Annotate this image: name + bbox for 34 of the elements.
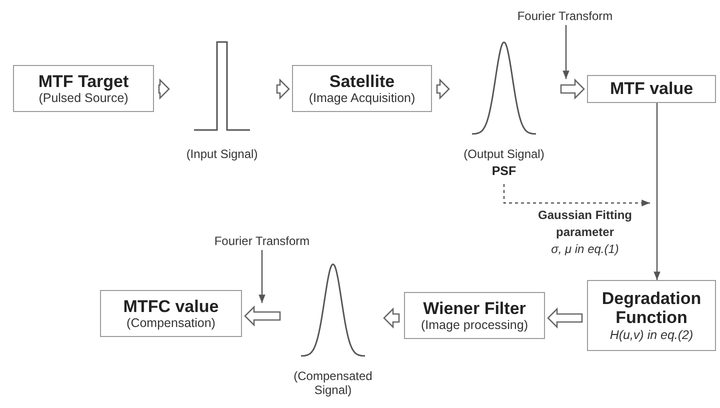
arrow	[258, 250, 266, 303]
box-title: Degradation Function	[600, 288, 702, 328]
block-arrow	[244, 305, 281, 327]
signal-caption: (Output Signal)	[464, 148, 544, 162]
process-box	[404, 292, 545, 339]
annotation-label: Fourier Transform	[214, 234, 310, 248]
process-box	[587, 75, 716, 103]
process-box	[587, 280, 716, 351]
box-subtitle: (Compensation)	[126, 316, 216, 330]
block-arrow	[547, 307, 583, 329]
process-box	[13, 65, 154, 112]
box-subtitle: (Image Acquisition)	[308, 91, 416, 106]
process-box	[292, 65, 432, 112]
annotation-label: Fourier Transform	[517, 10, 613, 24]
signal-caption: PSF	[492, 164, 516, 178]
box-subtitle: (Pulsed Source)	[38, 91, 128, 106]
block-arrow	[383, 307, 400, 329]
process-box	[100, 290, 242, 337]
box-title: MTFC value	[123, 296, 219, 316]
box-subtitle: (Image processing)	[421, 318, 528, 332]
block-arrow	[158, 78, 170, 100]
signal-caption: (Input Signal)	[186, 148, 258, 162]
signal-caption: (Compensated Signal)	[292, 370, 374, 398]
box-subtitle: H(u,v) in eq.(2)	[610, 328, 694, 342]
box-title: Wiener Filter	[423, 298, 526, 318]
block-arrow	[436, 78, 450, 100]
arrow	[654, 103, 660, 280]
block-arrow	[276, 78, 290, 100]
box-title: MTF value	[610, 79, 694, 99]
box-title: MTF Target	[38, 72, 129, 92]
box-title: Satellite	[329, 72, 395, 92]
dashed-arrow	[503, 184, 650, 206]
block-arrow	[560, 78, 585, 100]
arrow	[562, 25, 570, 79]
